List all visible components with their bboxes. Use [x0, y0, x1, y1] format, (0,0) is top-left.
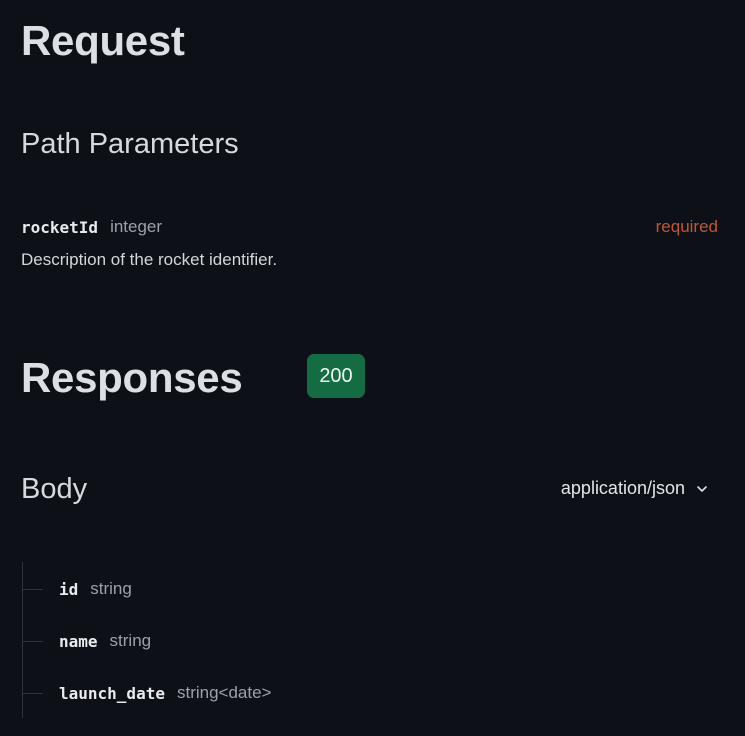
field-name: id: [59, 579, 79, 599]
field-type: string: [109, 631, 152, 650]
tree-branch: [23, 588, 43, 590]
schema-field: id string: [23, 578, 132, 600]
required-label: required: [655, 217, 718, 236]
status-code-badge[interactable]: 200: [307, 354, 365, 398]
field-type: string<date>: [176, 683, 272, 702]
responses-heading: Responses: [21, 354, 243, 401]
parameter-name: rocketId: [21, 217, 99, 237]
field-type: string: [90, 579, 132, 598]
path-parameters-heading: Path Parameters: [21, 128, 239, 160]
body-heading: Body: [21, 473, 88, 505]
chevron-down-icon: [697, 485, 707, 492]
tree-branch: [23, 640, 43, 642]
body-schema-tree: id string name string launch_date string…: [22, 562, 622, 718]
field-name: name: [59, 631, 98, 651]
request-heading: Request: [21, 17, 185, 64]
content-type-label: application/json: [560, 478, 685, 498]
path-parameter-row: rocketId integer required: [21, 216, 718, 238]
parameter-description: Description of the rocket identifier.: [21, 250, 278, 269]
content-type-dropdown[interactable]: application/json: [561, 478, 709, 499]
field-name: launch_date: [59, 683, 165, 703]
schema-field: name string: [23, 630, 151, 652]
parameter-type: integer: [110, 217, 163, 236]
tree-branch: [23, 692, 43, 694]
schema-field: launch_date string<date>: [23, 682, 271, 704]
